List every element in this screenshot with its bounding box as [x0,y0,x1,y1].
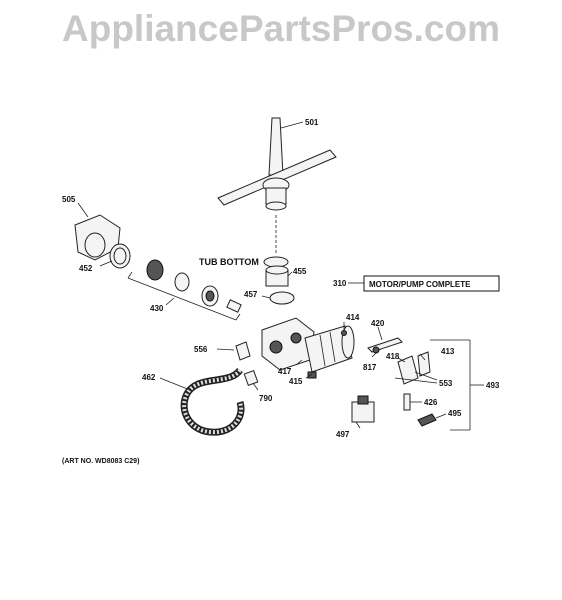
motor-pump-box-label: MOTOR/PUMP COMPLETE [369,280,471,289]
art-number: (ART NO. WD8083 C29) [62,458,139,465]
label-415: 415 [289,377,303,386]
label-556: 556 [194,345,208,354]
sump-housing [74,202,121,261]
label-497: 497 [336,430,350,439]
water-valve [351,395,375,429]
switch-parts [394,351,438,385]
label-553: 553 [439,379,453,388]
label-457: 457 [244,290,258,299]
wire-harness [417,413,447,427]
label-426: 426 [424,398,438,407]
label-420: 420 [371,319,385,328]
label-452: 452 [79,264,93,273]
label-501: 501 [305,118,319,127]
label-413: 413 [441,347,455,356]
spray-arm-assembly [217,117,337,255]
label-790: 790 [259,394,273,403]
label-493: 493 [486,381,500,390]
motor-pump-box [363,275,500,292]
part-group-bracket [430,339,484,431]
label-414: 414 [346,313,360,322]
leader-417 [295,359,303,366]
hose-fitting [216,341,251,361]
label-418: 418 [386,352,400,361]
bracket [367,326,403,358]
screw [341,322,347,336]
leader-415 [305,373,313,379]
label-817: 817 [363,363,377,372]
label-505: 505 [62,195,76,204]
label-310: 310 [333,279,347,288]
connector [243,370,259,391]
label-430: 430 [150,304,164,313]
float [403,393,422,411]
clamp [261,291,295,305]
label-495: 495 [448,409,462,418]
label-462: 462 [142,373,156,382]
tub-bottom-ring [263,256,293,287]
watermark-logo: AppliancePartsPros.com [62,8,500,49]
label-455: 455 [293,267,307,276]
seal-ring [99,243,131,269]
label-417: 417 [278,367,292,376]
filter-parts-group [127,259,242,321]
label-tub-bottom: TUB BOTTOM [199,257,259,267]
drain-hose [159,367,245,436]
motor-pump-assembly [261,317,355,379]
